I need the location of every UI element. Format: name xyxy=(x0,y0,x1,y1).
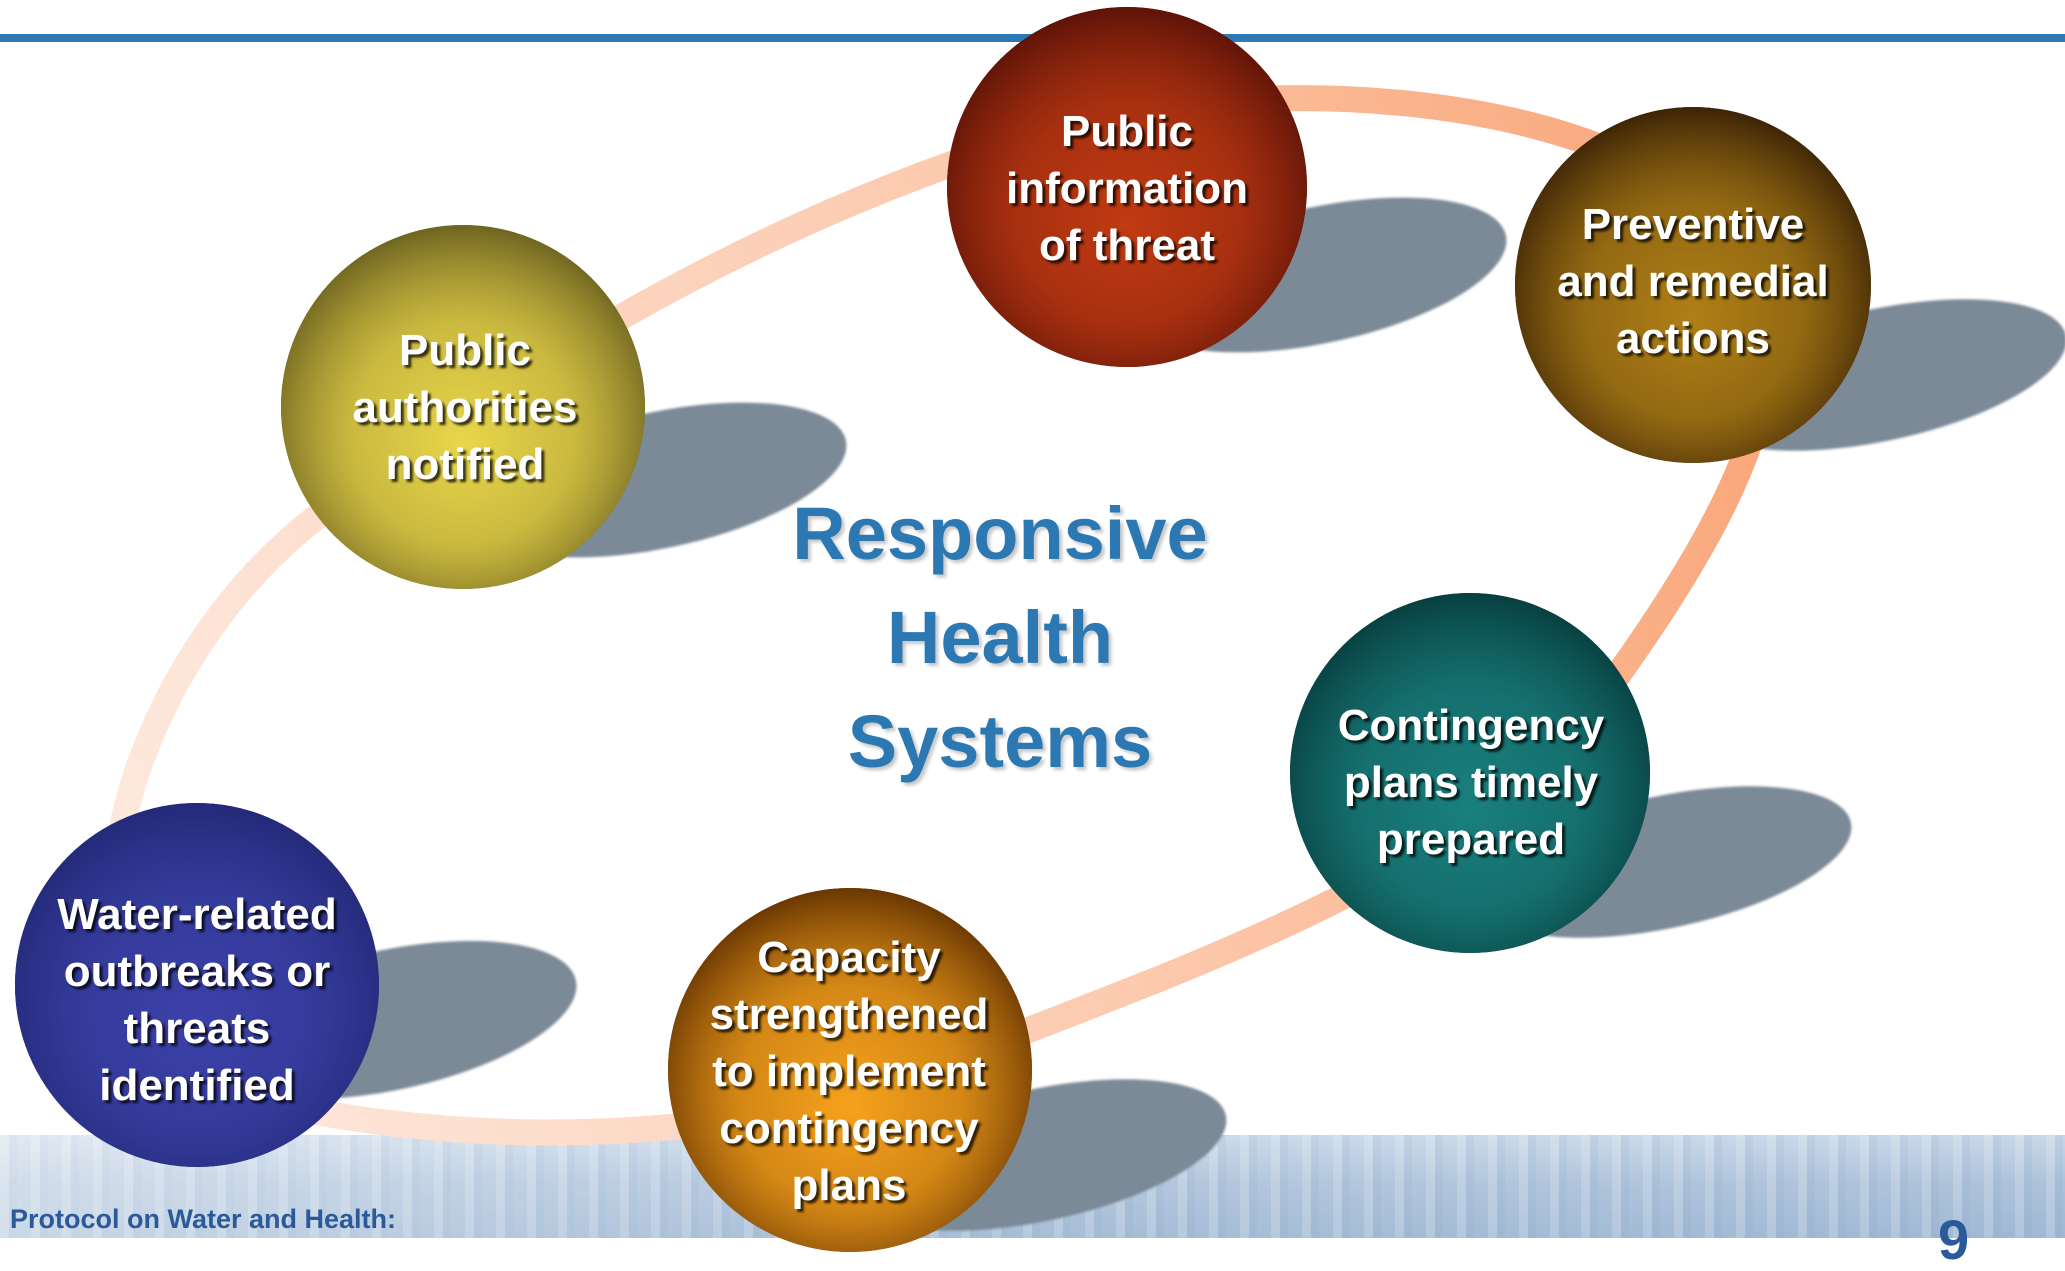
step-capacity-strengthened: Capacity strengthened to implement conti… xyxy=(709,933,989,1210)
bubbles xyxy=(15,7,1871,1252)
cycle-diagram xyxy=(15,7,2065,1252)
bubble-sphere xyxy=(947,7,1307,367)
bubble-sphere xyxy=(1515,107,1871,463)
bubble-sphere xyxy=(15,803,379,1167)
page-number: 9 xyxy=(1938,1208,1970,1271)
step-public-authorities-notified: Public authorities notified xyxy=(352,326,578,489)
bubble-sphere xyxy=(1290,593,1650,953)
bubble-sphere xyxy=(668,888,1032,1252)
footer-text: Protocol on Water and Health: xyxy=(10,1204,397,1234)
step-water-related-outbreaks: Water-related outbreaks or threats ident… xyxy=(57,890,337,1110)
step-preventive-remedial-actions: Preventive and remedial actions xyxy=(1557,200,1829,363)
center-title: Responsive Health Systems xyxy=(792,492,1208,783)
step-contingency-plans-prepared: Contingency plans timely prepared xyxy=(1337,701,1605,864)
slide: Water-related outbreaks or threats ident… xyxy=(0,7,2065,1270)
step-public-information-of-threat: Public information of threat xyxy=(1006,107,1248,270)
bubble-sphere xyxy=(281,225,645,589)
